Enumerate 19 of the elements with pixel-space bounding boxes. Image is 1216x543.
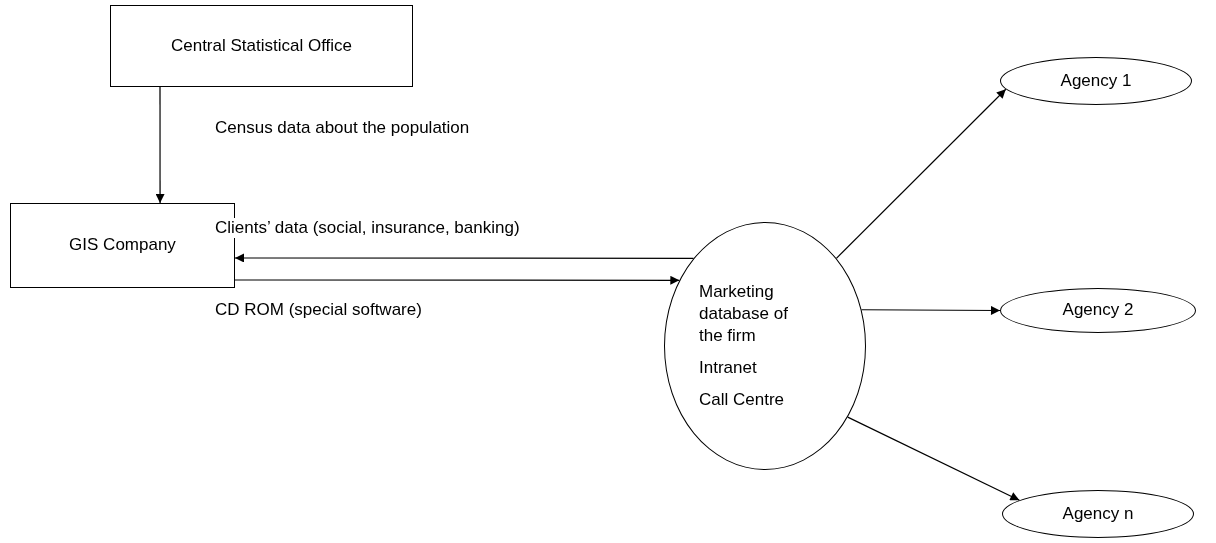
edge-label: Census data about the population [215,118,470,138]
node-text: Agency 2 [1062,299,1134,322]
arrow [835,88,1007,259]
arrow [234,253,695,263]
node-text: Agency 1 [1060,69,1132,92]
node-text: Intranet [699,357,757,380]
edge-label: Clients’ data (social, insurance, banking) [215,218,520,238]
arrow [155,86,165,204]
node-text: GIS Company [69,234,176,257]
node-text: Central Statistical Office [170,34,353,57]
arrow [234,275,680,285]
node-text: Marketing database of the firm [699,280,789,347]
arrow [861,305,1001,315]
arrow [847,416,1020,501]
edge-label: CD ROM (special software) [215,300,422,320]
node-text: Call Centre [699,389,785,412]
ellipse-node [1000,57,1192,105]
process-box [110,5,413,87]
node-text: Agency n [1062,502,1134,525]
